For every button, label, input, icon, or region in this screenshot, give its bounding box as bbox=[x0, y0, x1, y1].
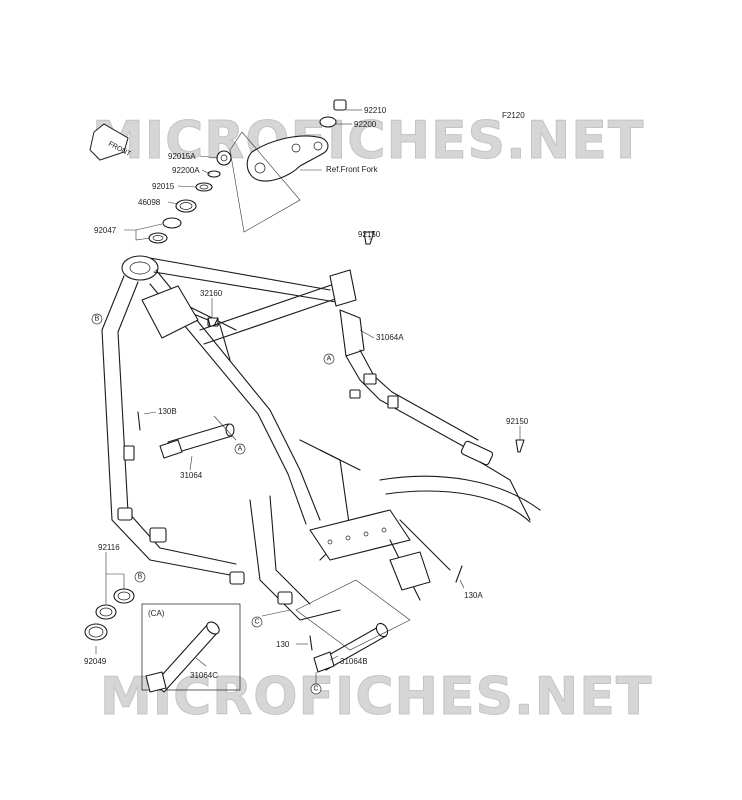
cross-member-31064B bbox=[313, 622, 389, 673]
watermark-bottom: MICROFICHES.NET bbox=[100, 667, 652, 727]
label-92049: 92049 bbox=[84, 657, 107, 666]
diagram-code: F2120 bbox=[502, 111, 525, 120]
label-92116: 92116 bbox=[98, 543, 120, 552]
watermark-top: MICROFICHES.NET bbox=[92, 111, 644, 171]
label-92015: 92015 bbox=[152, 182, 175, 191]
label-92150-right: 92150 bbox=[506, 417, 529, 426]
label-31064A: 31064A bbox=[376, 333, 404, 342]
label-31064C: 31064C bbox=[190, 671, 218, 680]
label-31064B: 31064B bbox=[340, 657, 368, 666]
inset-box bbox=[141, 603, 241, 691]
callout-A-left: A bbox=[234, 443, 246, 455]
label-ref-front-fork: Ref.Front Fork bbox=[326, 165, 379, 174]
cross-member-31064C bbox=[145, 621, 220, 693]
upper-bracket bbox=[246, 99, 347, 182]
label-130A: 130A bbox=[464, 591, 483, 600]
cross-member-31064 bbox=[159, 423, 235, 459]
main-frame bbox=[101, 255, 541, 621]
label-31064: 31064 bbox=[180, 471, 203, 480]
steering-bearing-stack bbox=[148, 150, 232, 244]
label-92200A: 92200A bbox=[172, 166, 200, 175]
callout-C-bottom: C bbox=[310, 683, 322, 695]
label-92200: 92200 bbox=[354, 120, 377, 129]
label-130: 130 bbox=[276, 640, 290, 649]
callout-A-left-text: A bbox=[238, 446, 243, 453]
callout-C-left-text: C bbox=[254, 619, 259, 626]
leader-lines bbox=[95, 109, 521, 667]
cross-member-31064A bbox=[199, 269, 531, 521]
callout-C-left: C bbox=[251, 616, 263, 628]
label-92015A: 92015A bbox=[168, 152, 196, 161]
label-92210: 92210 bbox=[364, 106, 387, 115]
label-92150-top: 92150 bbox=[358, 230, 381, 239]
front-arrow-icon: FRONT bbox=[89, 123, 132, 161]
label-92047: 92047 bbox=[94, 226, 117, 235]
inset-label: (CA) bbox=[148, 609, 165, 618]
callout-B-cups: B bbox=[134, 571, 146, 583]
callout-B-frame-text: B bbox=[95, 316, 100, 323]
callout-B-frame: B bbox=[91, 313, 103, 325]
callout-A-right-text: A bbox=[327, 356, 332, 363]
callout-A-right: A bbox=[323, 353, 335, 365]
callout-C-bottom-text: C bbox=[313, 686, 318, 693]
label-32160: 32160 bbox=[200, 289, 223, 298]
label-46098: 46098 bbox=[138, 198, 161, 207]
bearing-cups bbox=[84, 588, 135, 641]
callout-B-cups-text: B bbox=[138, 574, 143, 581]
bolts bbox=[137, 231, 525, 651]
label-130B: 130B bbox=[158, 407, 177, 416]
